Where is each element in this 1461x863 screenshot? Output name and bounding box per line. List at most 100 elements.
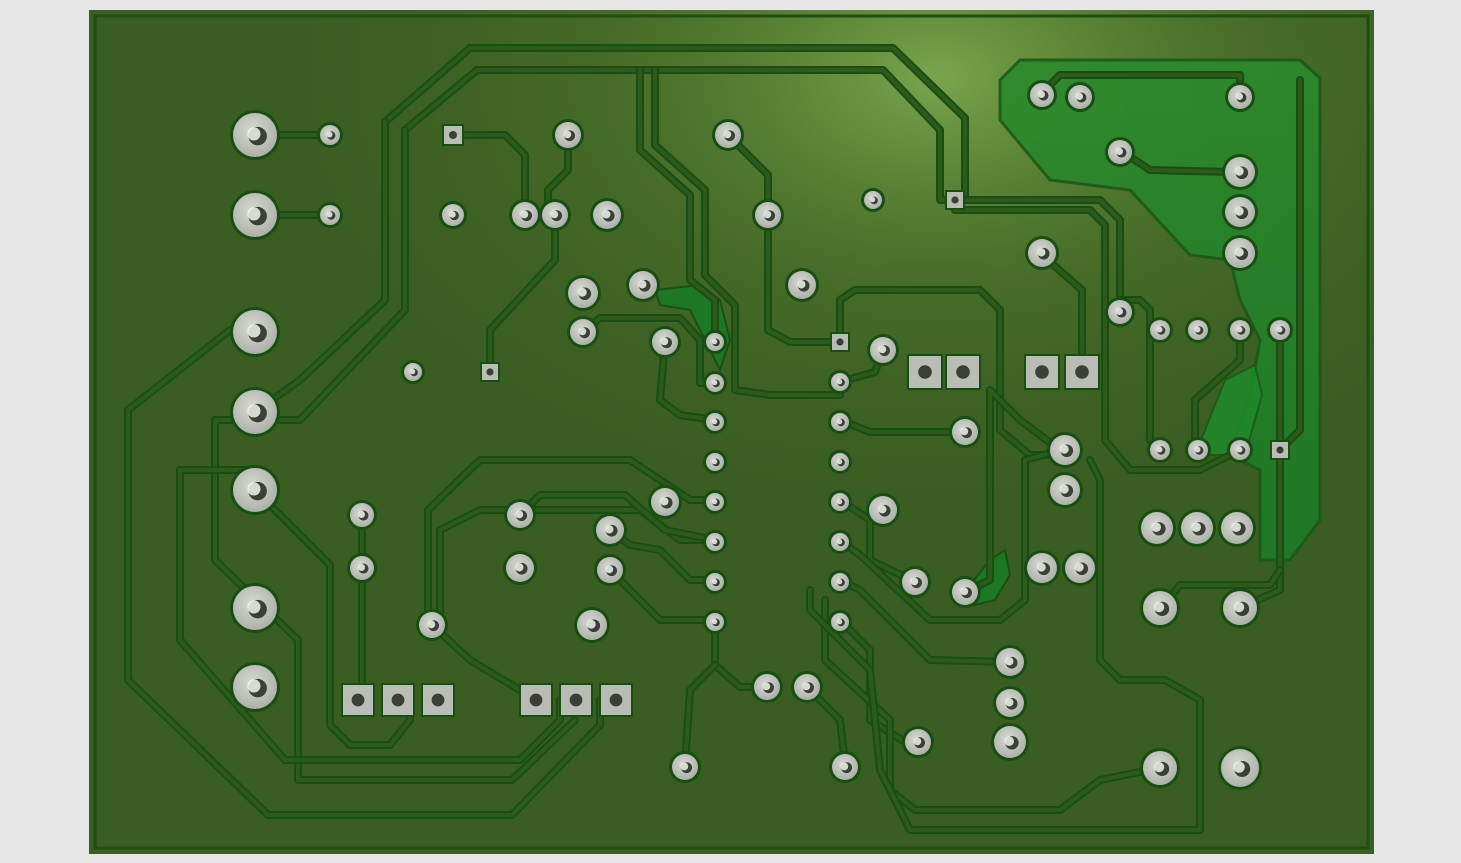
hole-specular <box>326 131 333 138</box>
hole-specular <box>836 618 843 625</box>
hole-specular <box>960 587 969 596</box>
hole-specular <box>869 196 876 203</box>
trace <box>838 498 917 584</box>
hole-specular <box>602 210 611 219</box>
hole-specular <box>1004 736 1014 746</box>
hole-specular <box>1115 307 1123 315</box>
hole-specular <box>711 379 718 386</box>
trace <box>953 208 1242 472</box>
hole-specular <box>763 210 772 219</box>
trace <box>213 128 577 782</box>
trace <box>253 488 412 747</box>
hole-specular <box>605 565 614 574</box>
drill-hole <box>1035 365 1049 379</box>
trace <box>953 198 1122 312</box>
hole-specular <box>711 498 718 505</box>
hole-specular <box>840 762 849 771</box>
square-pad <box>945 354 981 390</box>
hole-specular <box>1276 326 1283 333</box>
trace <box>1040 253 1084 372</box>
hole-specular <box>802 682 811 691</box>
trace <box>838 288 1062 457</box>
hole-specular <box>960 427 969 436</box>
trace <box>658 340 717 422</box>
hole-specular <box>247 127 261 141</box>
hole-specular <box>1037 90 1045 98</box>
hole-specular <box>1151 522 1161 532</box>
hole-specular <box>1059 484 1069 494</box>
trace <box>766 213 842 344</box>
board-outline <box>93 14 1370 850</box>
hole-specular <box>605 525 614 534</box>
hole-specular <box>586 619 596 629</box>
trace <box>518 493 717 542</box>
hole-specular <box>1005 698 1014 707</box>
hole-specular <box>711 538 718 545</box>
hole-specular <box>1154 602 1165 613</box>
hole-specular <box>836 458 843 465</box>
hole-specular <box>1075 92 1083 100</box>
hole-specular <box>1236 326 1243 333</box>
drill-hole <box>351 693 365 707</box>
drill-hole <box>1276 446 1284 454</box>
hole-specular <box>878 505 887 514</box>
hole-specular <box>1234 166 1244 176</box>
hole-specular <box>680 762 689 771</box>
hole-specular <box>515 510 524 519</box>
hole-specular <box>578 327 587 336</box>
hole-specular <box>1059 444 1069 454</box>
hole-specular <box>515 563 524 572</box>
hole-specular <box>1234 206 1244 216</box>
hole-specular <box>357 510 365 518</box>
trace <box>808 458 1202 832</box>
hole-specular <box>878 345 887 354</box>
hole-specular <box>711 578 718 585</box>
trace <box>178 468 562 762</box>
hole-specular <box>357 563 365 572</box>
hole-specular <box>1234 602 1245 613</box>
trace <box>581 316 717 385</box>
hole-specular <box>520 210 529 219</box>
trace <box>451 133 527 217</box>
trace <box>403 68 957 202</box>
trace <box>653 68 842 397</box>
hole-specular <box>1156 326 1163 333</box>
hole-specular <box>1036 562 1046 572</box>
trace <box>638 68 717 342</box>
hole-specular <box>1235 92 1243 100</box>
hole-specular <box>1194 446 1201 453</box>
hole-specular <box>1234 247 1244 257</box>
hole-specular <box>711 618 718 625</box>
hole-specular <box>577 287 587 297</box>
trace <box>383 46 967 202</box>
hole-specular <box>449 211 456 218</box>
hole-specular <box>910 577 919 586</box>
trace <box>1193 333 1242 452</box>
trace <box>963 388 1062 594</box>
drill-hole <box>391 693 405 707</box>
hole-specular <box>711 418 718 425</box>
drill-hole <box>569 693 583 707</box>
hole-specular <box>836 498 843 505</box>
hole-specular <box>1115 147 1123 155</box>
hole-specular <box>409 368 416 375</box>
hole-specular <box>762 682 771 691</box>
hole-specular <box>427 620 436 629</box>
trace <box>683 663 717 767</box>
hole-specular <box>247 207 261 221</box>
hole-specular <box>836 578 843 585</box>
hole-specular <box>836 378 843 385</box>
hole-specular <box>247 482 261 496</box>
hole-specular <box>1231 522 1241 532</box>
drill-hole <box>431 693 445 707</box>
hole-specular <box>247 600 261 614</box>
trace <box>823 598 1162 812</box>
hole-specular <box>711 458 718 465</box>
drill-hole <box>486 368 494 376</box>
copper-traces <box>124 44 1304 834</box>
trace <box>126 328 602 817</box>
hole-specular <box>1037 248 1046 257</box>
square-pads <box>341 124 1290 717</box>
